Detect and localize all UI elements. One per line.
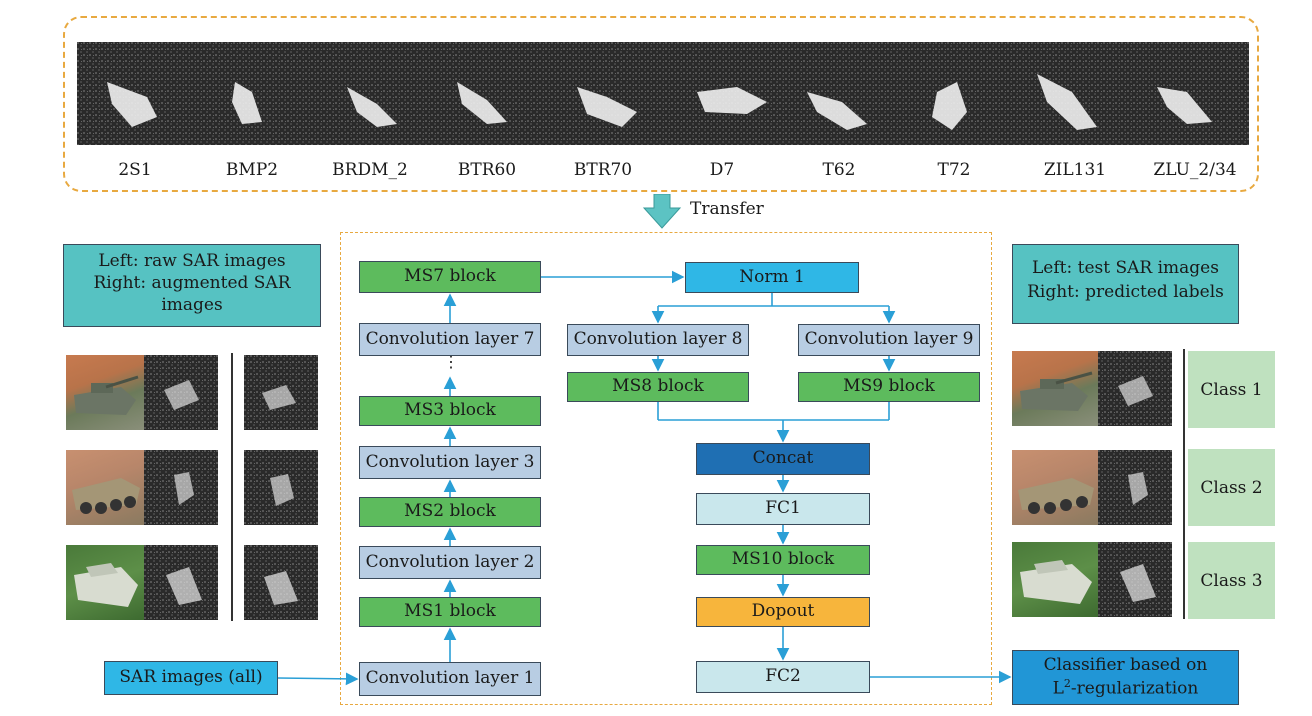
- classifier-box: Classifier based on L2-regularization: [1012, 650, 1239, 705]
- sar-targets-image: [77, 42, 1249, 145]
- left-caption-box: Left: raw SAR images Right: augmented SA…: [63, 244, 321, 327]
- convolution-layer-1: Convolution layer 1: [359, 662, 541, 696]
- class-label-btr70: BTR70: [573, 160, 633, 180]
- norm-1-box: Norm 1: [685, 262, 859, 293]
- convolution-layer-8: Convolution layer 8: [567, 324, 749, 356]
- ms1-block: MS1 block: [359, 597, 541, 627]
- fc2-box: FC2: [696, 661, 870, 693]
- left-divider: [231, 353, 233, 621]
- ms10-block: MS10 block: [696, 545, 870, 575]
- right-caption-line1: Left: test SAR images: [1032, 258, 1219, 278]
- left-caption-line3: images: [161, 295, 223, 316]
- test-sar-photo-1: [1012, 351, 1098, 426]
- convolution-layer-3: Convolution layer 3: [359, 446, 541, 479]
- transfer-arrow-icon: [642, 194, 682, 229]
- ms2-block: MS2 block: [359, 497, 541, 527]
- class-label-t72: T72: [937, 160, 971, 180]
- test-sar-image-3: [1098, 542, 1172, 617]
- augmented-sar-image-3: [244, 545, 318, 620]
- test-sar-photo-2: [1012, 450, 1098, 525]
- classifier-line2: L2-regularization: [1052, 676, 1199, 699]
- transfer-label: Transfer: [690, 199, 764, 219]
- classifier-line1: Classifier based on: [1043, 655, 1208, 676]
- class-2-label: Class 2: [1188, 449, 1275, 526]
- ms7-block: MS7 block: [359, 261, 541, 293]
- ms9-block: MS9 block: [798, 372, 980, 402]
- ms8-block: MS8 block: [567, 372, 749, 402]
- sar-images-input-box: SAR images (all): [104, 661, 278, 695]
- class-label-brdm2: BRDM_2: [332, 160, 408, 180]
- raw-sar-photo-3: [66, 545, 144, 620]
- concat-box: Concat: [696, 443, 870, 475]
- test-sar-image-2: [1098, 450, 1172, 525]
- raw-sar-photo-2: [66, 450, 144, 525]
- class-label-zlu234: ZLU_2/34: [1153, 160, 1237, 180]
- network-frame: [340, 232, 992, 705]
- class-3-label: Class 3: [1188, 542, 1275, 619]
- convolution-layer-2: Convolution layer 2: [359, 546, 541, 579]
- class-label-bmp2: BMP2: [225, 160, 279, 180]
- left-caption-line2: Right: augmented SAR: [93, 273, 291, 294]
- class-label-zil131: ZIL131: [1043, 160, 1107, 180]
- raw-sar-photo-1: [66, 355, 144, 430]
- class-label-t62: T62: [822, 160, 856, 180]
- class-label-btr60: BTR60: [457, 160, 517, 180]
- raw-sar-image-2: [144, 450, 218, 525]
- ellipsis: ⋮: [443, 352, 459, 371]
- convolution-layer-7: Convolution layer 7: [359, 323, 541, 356]
- raw-sar-image-1: [144, 355, 218, 430]
- left-caption-line1: Left: raw SAR images: [98, 251, 286, 271]
- right-caption-line2: Right: predicted labels: [1027, 281, 1224, 302]
- class-label-d7: D7: [709, 160, 735, 180]
- fc1-box: FC1: [696, 493, 870, 525]
- test-sar-image-1: [1098, 351, 1172, 426]
- ms3-block: MS3 block: [359, 396, 541, 426]
- class-label-2s1: 2S1: [118, 160, 152, 180]
- dropout-box: Dopout: [696, 597, 870, 627]
- dataset-frame: [63, 16, 1259, 192]
- augmented-sar-image-1: [244, 355, 318, 430]
- sar-image-strip: [77, 42, 1249, 145]
- right-caption-box: Left: test SAR images Right: predicted l…: [1012, 244, 1239, 324]
- convolution-layer-9: Convolution layer 9: [798, 324, 980, 356]
- raw-sar-image-3: [144, 545, 218, 620]
- class-1-label: Class 1: [1188, 351, 1275, 428]
- test-sar-photo-3: [1012, 542, 1098, 617]
- right-divider: [1183, 349, 1185, 619]
- augmented-sar-image-2: [244, 450, 318, 525]
